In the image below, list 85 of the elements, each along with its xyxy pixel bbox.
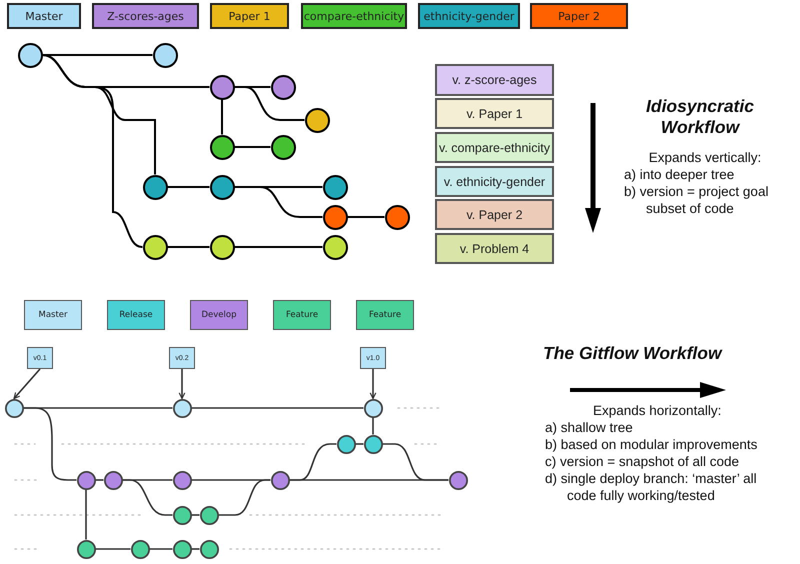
branch-legend-key: Feature: [273, 300, 331, 330]
version-box: v. ethnicity-gender: [435, 166, 554, 197]
branch-line: [122, 479, 172, 516]
commit-circle: [448, 470, 468, 490]
branch-legend-key: ethnicity-gender: [418, 3, 520, 29]
commit-circle: [364, 434, 382, 454]
commit-circle: [142, 174, 168, 200]
branch-line: [348, 216, 384, 218]
branch-line: [168, 186, 210, 188]
version-box: v. z-score-ages: [435, 64, 554, 96]
version-box: v. Paper 1: [435, 98, 554, 129]
version-box: v. compare-ethnicity: [435, 132, 554, 163]
commit-circle: [200, 506, 218, 524]
branch-line: [192, 514, 200, 516]
branch-line: [234, 146, 270, 148]
branch-legend-key: Z-scores-ages: [92, 3, 199, 29]
arrow: [13, 368, 41, 400]
branch-line: [96, 479, 104, 481]
commit-circle: [200, 540, 218, 558]
branch-line: [290, 443, 336, 481]
arrow: [178, 369, 186, 400]
commit-circle: [18, 42, 42, 68]
branch-line: [372, 418, 374, 434]
commit-circle: [270, 470, 290, 490]
commit-circle: [304, 108, 330, 132]
commit-circle: [4, 398, 24, 418]
commit-circle: [142, 234, 168, 260]
branch-line: [150, 548, 172, 550]
heading: The Gitflow Workflow: [543, 343, 724, 364]
branch-line: [382, 443, 448, 481]
note-text: c) version = snapshot of all code: [545, 454, 740, 470]
branch-legend-key: Master: [7, 3, 81, 29]
commit-circle: [172, 398, 192, 418]
branch-line: [96, 548, 130, 550]
commit-circle: [270, 134, 296, 160]
commit-circle: [76, 470, 96, 490]
branch-line: [42, 54, 152, 56]
branch-legend-key: Paper 2: [530, 3, 628, 29]
branch-line: [234, 246, 322, 248]
branch-line: [218, 479, 270, 516]
branch-line: [221, 100, 223, 134]
commit-circle: [384, 204, 410, 230]
commit-circle: [210, 74, 234, 100]
commit-circle: [104, 470, 122, 490]
commit-circle: [130, 540, 150, 558]
version-box: v. Paper 2: [435, 199, 554, 230]
commit-circle: [210, 134, 234, 160]
note-text: Expands vertically:: [648, 150, 762, 166]
branch-line: [192, 548, 200, 550]
commit-circle: [364, 398, 382, 418]
branch-line: [234, 86, 304, 121]
commit-circle: [76, 540, 96, 558]
branch-line: [168, 246, 210, 248]
branch-line: [24, 407, 76, 481]
branch-legend-key: Release: [107, 300, 165, 330]
branch-legend-key: Develop: [190, 300, 248, 330]
arrow: [370, 369, 376, 400]
branch-legend-key: compare-ethnicity: [301, 3, 407, 29]
branch-line: [356, 443, 364, 445]
commit-circle: [152, 42, 178, 68]
commit-circle: [336, 434, 356, 454]
commit-circle: [210, 174, 234, 200]
note-text: a) into deeper tree: [624, 167, 736, 184]
commit-circle: [322, 204, 348, 230]
commit-circle: [210, 234, 234, 260]
note-text: b) based on modular improvements: [545, 437, 758, 454]
commit-circle: [172, 540, 192, 558]
note-text: b) version = project goal subset of code: [624, 184, 770, 217]
commit-circle: [322, 234, 348, 260]
branch-line: [85, 490, 87, 540]
commit-circle: [270, 74, 296, 100]
commit-circle: [172, 506, 192, 524]
branch-line: [192, 407, 364, 409]
version-box: v. Problem 4: [435, 233, 554, 264]
branch-line: [42, 54, 143, 248]
branch-line: [234, 186, 322, 218]
note-text: Expands horizontally:: [592, 403, 722, 420]
branch-legend-key: Master: [24, 300, 82, 330]
note-text: a) shallow tree: [545, 420, 634, 436]
branch-legend-key: Paper 1: [210, 3, 289, 29]
commit-circle: [322, 174, 348, 200]
branch-legend-key: Feature: [356, 300, 414, 330]
commit-circle: [172, 470, 192, 490]
heading: Idiosyncratic Workflow: [645, 96, 755, 138]
note-text: d) single deploy branch: ‘master’ all code fully working/tested: [545, 471, 758, 504]
